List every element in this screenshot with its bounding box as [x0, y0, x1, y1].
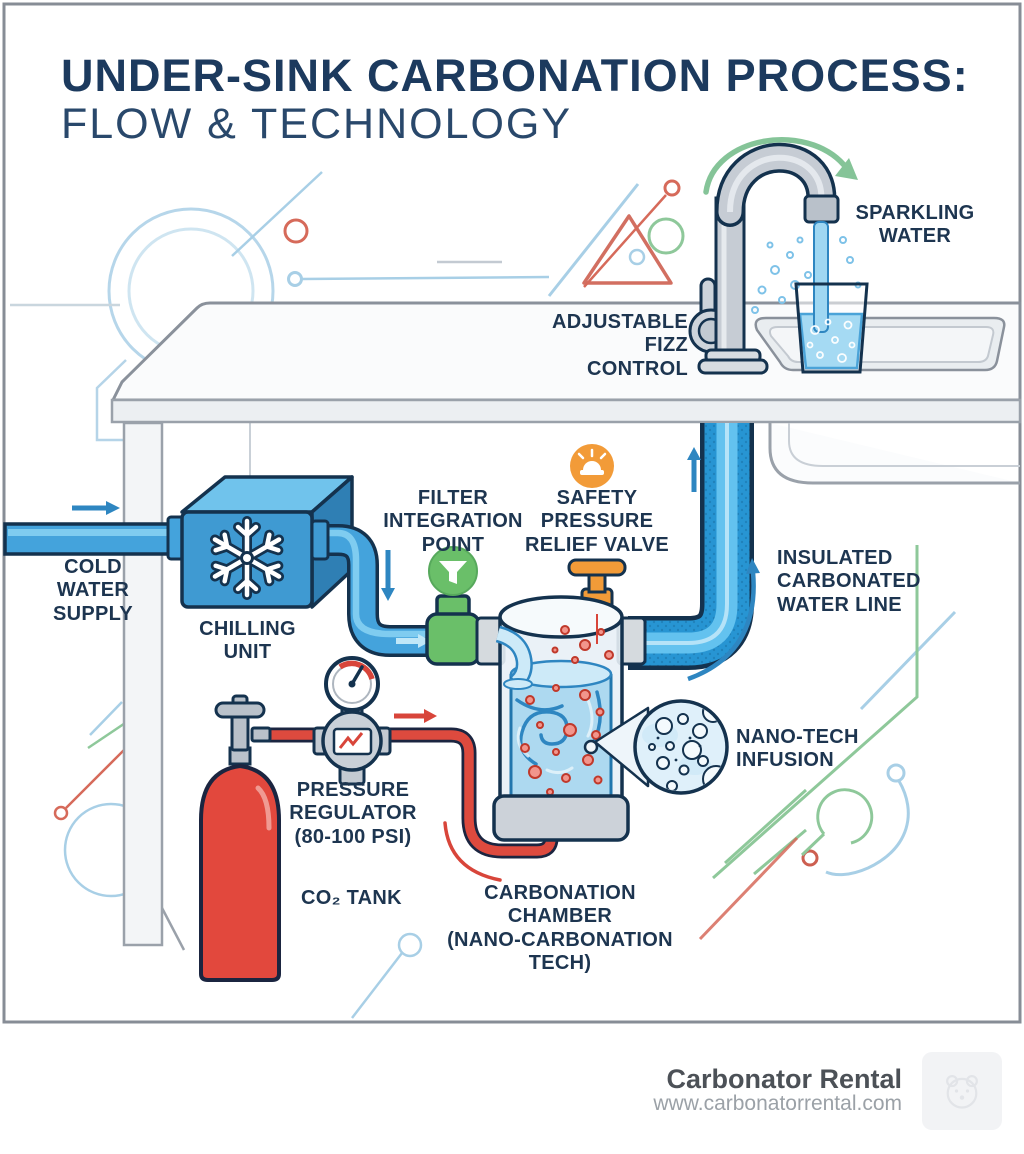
cabinet-panel [122, 421, 186, 951]
label-filter-integration-point: FILTER INTEGRATION POINT [383, 487, 523, 556]
siren-icon [570, 444, 614, 488]
label-nano-tech-infusion: NANO-TECH INFUSION [736, 726, 859, 772]
label-pressure-regulator: PRESSURE REGULATOR (80-100 PSI) [289, 779, 417, 848]
flow-arrow-in-pipe [396, 634, 431, 648]
red-accent-arc [443, 821, 502, 882]
co2-pipe [262, 727, 559, 882]
filter-valve[interactable] [425, 594, 481, 666]
faucet-spout [803, 194, 840, 224]
chilling-unit [166, 475, 354, 609]
label-cold-water-supply: COLD WATER SUPPLY [53, 556, 133, 625]
funnel-icon [428, 546, 478, 596]
label-co2-tank: CO₂ TANK [301, 887, 402, 909]
label-chilling-unit: CHILLING UNIT [199, 618, 296, 664]
decor-bottom-right [698, 545, 957, 941]
footer-logo [922, 1052, 1002, 1130]
faucet [688, 142, 840, 375]
flow-arrow-up [687, 447, 701, 492]
insulated-pipe [628, 423, 754, 670]
cold-water-pipe [3, 522, 179, 556]
label-adjustable-fizz-control: ADJUSTABLE FIZZ CONTROL [552, 311, 688, 380]
footer-url[interactable]: www.carbonatorrental.com [653, 1092, 902, 1115]
footer-brand: Carbonator Rental [666, 1064, 902, 1094]
co2-bubbles [520, 625, 614, 796]
flow-arrow-co2 [394, 709, 437, 723]
chamber-base [492, 794, 630, 842]
page-title: UNDER-SINK CARBONATION PROCESS: [61, 50, 969, 101]
snowflake-icon [210, 521, 283, 595]
flow-arrow-down [381, 550, 395, 601]
glass-of-sparkling-water [751, 221, 869, 374]
flow-arrow-curved [687, 558, 760, 682]
page-subtitle: FLOW & TECHNOLOGY [61, 100, 573, 148]
chiller-to-chamber-pipe [322, 524, 505, 657]
flow-arrow-cold-water [72, 501, 120, 515]
label-safety-pressure-relief-valve: SAFETY PRESSURE RELIEF VALVE [525, 487, 669, 556]
sink-rim [754, 316, 1006, 372]
sink-basin [768, 423, 1020, 485]
carbonation-chamber [475, 558, 647, 842]
co2-tank [199, 694, 281, 982]
water-stream [813, 221, 829, 333]
pressure-regulator [312, 656, 392, 786]
label-carbonation-chamber: CARBONATION CHAMBER (NANO-CARBONATION TE… [447, 882, 673, 975]
gauge-icon [324, 656, 380, 712]
label-sparkling-water: SPARKLING WATER [855, 202, 975, 248]
chiller-outlet [310, 519, 330, 561]
bear-logo-icon [946, 1075, 978, 1109]
flow-arrow-faucet [703, 137, 858, 195]
label-insulated-carbonated-water-line: INSULATED CARBONATED WATER LINE [777, 547, 921, 616]
decor-top-right [547, 179, 685, 297]
